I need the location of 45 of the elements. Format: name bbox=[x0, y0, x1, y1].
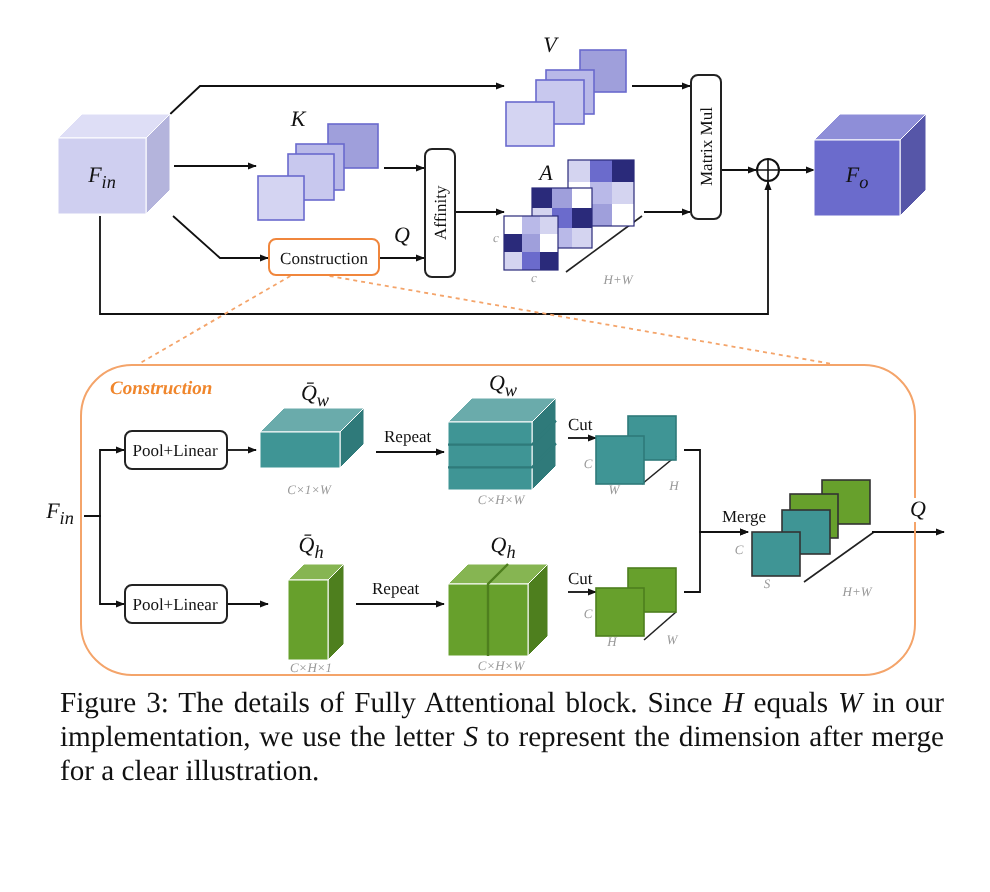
tensor-label: Q̄$_{h}$ bbox=[296, 531, 326, 566]
zoom-line bbox=[137, 275, 292, 365]
edge-label: Q bbox=[394, 224, 410, 248]
process-box: Pool+Linear bbox=[123, 583, 227, 623]
arrow bbox=[173, 162, 257, 170]
arrow bbox=[631, 82, 691, 90]
tensor-label: Q̄$_{w}$ bbox=[298, 379, 332, 414]
edge-label: Q bbox=[910, 498, 926, 522]
arrow bbox=[99, 181, 772, 315]
edge-label: Cut bbox=[568, 568, 593, 588]
arrow bbox=[683, 528, 749, 593]
process-box: Matrix Mul bbox=[690, 74, 722, 220]
arrow bbox=[379, 254, 425, 262]
tensor-label: Q$_{w}$ bbox=[486, 369, 520, 404]
arrow bbox=[779, 166, 815, 174]
arrow bbox=[567, 588, 597, 596]
process-box: Affinity bbox=[424, 148, 456, 278]
tensor-label: F$_{o}$ bbox=[843, 162, 871, 197]
tensor-label: A bbox=[536, 160, 555, 188]
tensor-label: V bbox=[541, 32, 561, 60]
arrow bbox=[375, 448, 445, 456]
tensor-label: Q$_{h}$ bbox=[488, 531, 518, 566]
arrow bbox=[871, 528, 945, 536]
figure-caption: Figure 3: The details of Fully Attentional block. Since H equals W in our implementation, we use the letter S to represent the dimension after merge for a clear illustration. bbox=[60, 688, 944, 790]
arrow bbox=[83, 515, 125, 608]
arrow bbox=[567, 434, 597, 442]
arrow bbox=[355, 600, 445, 608]
arrow bbox=[455, 208, 505, 216]
edge-label: Merge bbox=[722, 506, 767, 526]
tensor-label: F$_{in}$ bbox=[86, 162, 118, 197]
panel-heading: Construction bbox=[110, 378, 215, 404]
process-box: Pool+Linear bbox=[123, 429, 227, 469]
arrow bbox=[169, 82, 505, 115]
edge-label: Repeat bbox=[372, 578, 420, 598]
arrow bbox=[383, 164, 425, 172]
tensor-label: K bbox=[288, 106, 309, 134]
arrow bbox=[643, 208, 691, 216]
input-label: F$_{in}$ bbox=[36, 498, 84, 534]
arrow bbox=[721, 166, 757, 174]
zoom-line bbox=[328, 275, 834, 365]
edge-label: Repeat bbox=[384, 426, 432, 446]
process-box: Construction bbox=[268, 238, 380, 276]
edge-label: Cut bbox=[568, 414, 593, 434]
arrow bbox=[227, 600, 269, 608]
arrow bbox=[227, 446, 257, 454]
